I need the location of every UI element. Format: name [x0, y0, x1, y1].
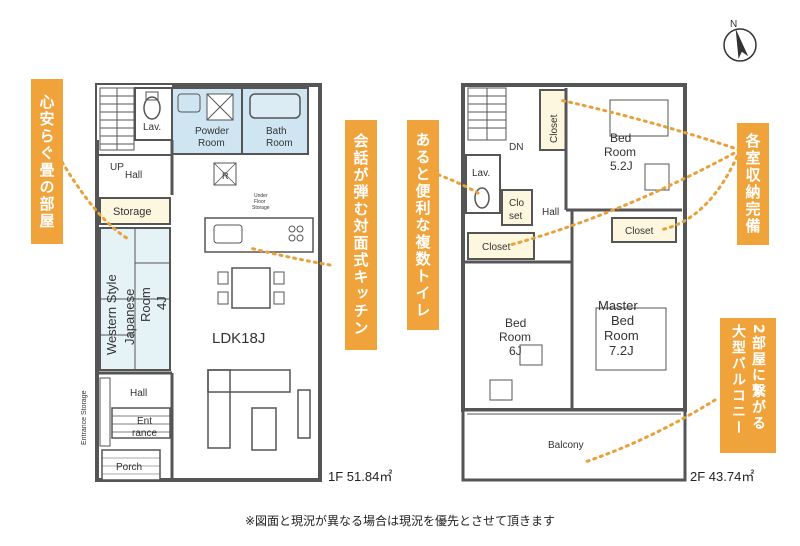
label-entrance-storage: Entrance Storage [81, 390, 88, 445]
callout-balcony: 2部屋に繋がる大型バルコニー [720, 318, 776, 453]
floor2-area: 2F 43.74㎡ [690, 469, 755, 484]
label-bedroom2-2: Room [499, 330, 531, 344]
callout-connectors [53, 98, 742, 464]
sofa-set [207, 369, 311, 451]
compass-label: N [730, 19, 737, 30]
label-hall2-1f: Hall [130, 388, 147, 399]
label-lav-1f: Lav. [143, 122, 161, 133]
label-bedroom1-2: Room [604, 145, 636, 159]
refrigerator [213, 162, 237, 186]
closet-1-2f [539, 89, 567, 151]
label-closet4-2f: Closet [625, 226, 654, 237]
compass-icon: N [723, 19, 757, 62]
callout-relaxing-tatami: 心安らぐ畳の部屋 [31, 79, 63, 244]
label-closet2-2: set [509, 211, 523, 222]
label-ldk: LDK18J [212, 330, 265, 347]
floor2-plan [461, 83, 687, 482]
label-tatami-1: Western Style [104, 274, 119, 355]
label-fridge: R [222, 171, 229, 181]
bathtub [249, 93, 301, 119]
floor1-area: 1F 51.84㎡ [328, 469, 393, 484]
stairs-2f [467, 87, 507, 141]
label-storage-1f: Storage [113, 206, 152, 218]
label-bath-2: Room [266, 138, 293, 149]
label-balcony: Balcony [548, 440, 584, 451]
label-hall-2f: Hall [542, 207, 559, 218]
label-bedroom2-1: Bed [505, 316, 526, 330]
label-underfloor-1: Under [254, 193, 268, 199]
label-closet3-2f: Closet [482, 242, 511, 253]
label-porch: Porch [116, 462, 142, 473]
label-dn: DN [509, 142, 523, 153]
label-master-2: Bed [611, 313, 634, 328]
balcony [461, 408, 687, 482]
label-bedroom1-1: Bed [610, 131, 631, 145]
dining-table [231, 267, 271, 309]
disclaimer-note: ※図面と現況が異なる場合は現況を優先とさせて頂きます [244, 514, 556, 528]
toilet-1f [143, 96, 161, 120]
callout-storage: 各室収納完備 [737, 123, 769, 245]
label-master-4: 7.2J [609, 343, 634, 358]
label-hall-1f: Hall [125, 170, 142, 181]
callout-toilets: あると便利な複数トイレ [407, 120, 439, 330]
kitchen-counter [204, 217, 314, 253]
floor1-plan [95, 83, 322, 482]
entrance-storage [99, 377, 111, 447]
label-closet2-1: Clo [509, 198, 524, 209]
callout-kitchen: 会話が弾む対面式キッチン [345, 120, 377, 350]
label-lav-2f: Lav. [472, 168, 490, 179]
label-up: UP [110, 162, 124, 173]
label-powder-2: Room [198, 138, 225, 149]
closet-3-2f [467, 232, 535, 260]
label-tatami-2: Japanese [122, 289, 137, 345]
label-bedroom2-3: 6J [509, 344, 522, 358]
label-bedroom1-3: 5.2J [610, 159, 633, 173]
porch [101, 449, 161, 481]
closet-2-2f [501, 189, 533, 226]
label-underfloor-3: Storage [252, 205, 270, 211]
lav-2f [465, 154, 501, 214]
label-master-3: Room [604, 328, 639, 343]
label-tatami-3: Room [138, 287, 153, 322]
toilet-2f [474, 187, 490, 209]
label-bath-1: Bath [266, 126, 287, 137]
label-entrance-1: Ent [137, 416, 152, 427]
label-closet1-2f: Closet [549, 114, 560, 143]
stairs-1f [99, 87, 135, 151]
label-powder-1: Powder [195, 126, 230, 137]
label-tatami-4: 4J [154, 296, 169, 310]
entrance-area [111, 407, 171, 439]
label-underfloor-2: Floor [254, 199, 266, 205]
label-entrance-2: rance [132, 428, 157, 439]
label-master-1: Master [598, 298, 638, 313]
storage-1f [99, 197, 171, 225]
